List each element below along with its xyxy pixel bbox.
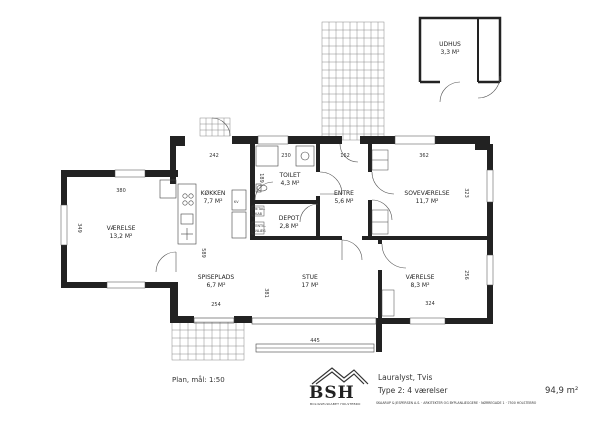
project-name: Lauralyst, Tvis: [378, 373, 433, 382]
room-spiseplads-area: 6,7 M²: [206, 282, 226, 289]
total-area: 94,9 m²: [545, 386, 579, 396]
room-sovevaerelse-area: 11,7 M²: [416, 198, 439, 205]
room-vaerelse2-name: VÆRELSE: [406, 274, 435, 281]
room-toilet-area: 4,3 M²: [280, 180, 300, 187]
room-udhus-area: 3,3 M²: [440, 49, 460, 56]
entry-grid: [199, 117, 231, 137]
dim-445: 445: [310, 338, 320, 344]
room-sovevaerelse-name: SOVEVÆRELSE: [404, 190, 449, 197]
room-udhus-name: UDHUS: [439, 41, 461, 48]
interior-walls: [250, 144, 487, 324]
room-spiseplads-name: SPISEPLADS: [198, 274, 235, 281]
project-type: Type 2: 4 værelser: [378, 386, 448, 395]
udhus-outbuilding: [418, 16, 502, 103]
dim-589: 589: [200, 248, 206, 258]
room-vaerelse1-area: 13,2 M²: [110, 233, 133, 240]
terrace-grid: [321, 21, 385, 141]
dim-189: 189: [258, 173, 264, 183]
windows: [60, 135, 494, 325]
room-entre-name: ENTRE: [334, 190, 354, 197]
bsh-logo-subtitle: BOLIGSELSKABET HOLSTEBRO: [310, 402, 361, 406]
dim-256: 256: [463, 270, 469, 280]
metal-label: METAL-: [253, 207, 266, 211]
dim-362: 362: [419, 153, 429, 159]
bathroom-fixtures: [255, 145, 315, 193]
ventil-label-2: ANLÆG: [253, 229, 266, 233]
room-koekken-name: KØKKEN: [201, 190, 226, 197]
room-stue-area: 17 M²: [301, 282, 319, 289]
room-toilet-name: TOILET: [279, 172, 301, 179]
dim-230: 230: [281, 153, 291, 159]
room-vaerelse1-name: VÆRELSE: [107, 225, 136, 232]
wardrobes: [371, 149, 395, 317]
kv-label: KV: [234, 200, 239, 204]
dim-162: 162: [340, 153, 350, 159]
doors: [155, 117, 407, 273]
dim-324: 324: [425, 301, 435, 307]
dim-254: 254: [211, 302, 221, 308]
architect-info: SKAARUP & JESPERSEN A.S. · ARKITEKTER OG…: [376, 401, 537, 405]
dining-terrace-grid: [171, 321, 245, 361]
room-depot-name: DEPOT: [279, 215, 300, 222]
kitchen-fixtures: [159, 179, 247, 245]
dim-242: 242: [209, 153, 219, 159]
ventil-label: VENTIL-: [253, 224, 267, 228]
dim-349: 349: [76, 223, 82, 233]
depot-fixtures: [251, 205, 265, 235]
room-entre-area: 5,6 M²: [334, 198, 354, 205]
bsh-logo: BSH: [309, 383, 355, 403]
bsh-logo-roof: [311, 367, 369, 385]
scale-note: Plan, mål: 1:50: [172, 376, 225, 384]
dim-381: 381: [263, 288, 269, 298]
dim-380: 380: [116, 188, 126, 194]
room-depot-area: 2,8 M²: [279, 223, 299, 230]
room-stue-name: STUE: [302, 274, 318, 281]
dim-323: 323: [463, 188, 469, 198]
room-vaerelse2-area: 8,3 M²: [410, 282, 430, 289]
metal-label-2: SKAB: [253, 212, 263, 216]
stue-glazing: [193, 317, 377, 353]
room-koekken-area: 7,7 M²: [203, 198, 223, 205]
